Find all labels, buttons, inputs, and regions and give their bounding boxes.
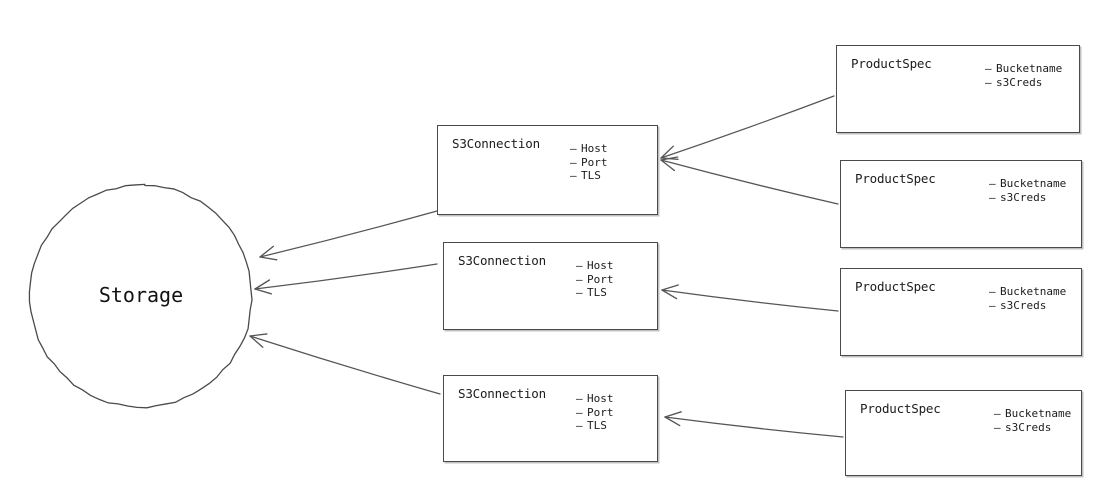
- edge-s3conn3-storage: [249, 333, 441, 395]
- attribute-item: –TLS: [576, 286, 614, 300]
- productspec-node-title: ProductSpec: [860, 401, 941, 416]
- productspec-node[interactable]: ProductSpec –Bucketname–s3Creds: [840, 160, 1082, 248]
- productspec-node-attribute-list: –Bucketname–s3Creds: [985, 62, 1062, 89]
- edge-s3conn2-storage: [254, 263, 438, 295]
- edge-line: [660, 159, 839, 205]
- attribute-item: –Host: [576, 392, 614, 406]
- storage-circle-shape: [28, 183, 253, 409]
- productspec-node[interactable]: ProductSpec –Bucketname–s3Creds: [845, 390, 1082, 476]
- s3connection-node[interactable]: S3Connection–Host–Port–TLS: [443, 375, 658, 462]
- productspec-node-attribute-list: –Bucketname–s3Creds: [989, 177, 1066, 204]
- attribute-label: Bucketname: [1005, 407, 1072, 420]
- attribute-item: –s3Creds: [985, 76, 1062, 90]
- attribute-item: –Bucketname: [989, 285, 1066, 299]
- attribute-dash-icon: –: [989, 177, 996, 190]
- attribute-item: –Bucketname: [989, 177, 1066, 191]
- attribute-label: Port: [587, 405, 614, 419]
- arrowhead-barb-1: [664, 411, 682, 418]
- attribute-dash-icon: –: [576, 286, 583, 299]
- attribute-dash-icon: –: [989, 190, 996, 204]
- s3connection-node-title: S3Connection: [452, 136, 540, 151]
- attribute-dash-icon: –: [985, 75, 992, 89]
- edge-spec1-s3conn1: [660, 95, 835, 160]
- edge-line: [259, 210, 438, 258]
- attribute-label: s3Creds: [1005, 420, 1052, 434]
- attribute-dash-icon: –: [576, 419, 583, 432]
- attribute-label: Host: [587, 259, 614, 272]
- attribute-dash-icon: –: [576, 259, 583, 272]
- attribute-label: TLS: [581, 169, 601, 182]
- productspec-node-title: ProductSpec: [855, 279, 936, 294]
- arrowhead-barb-0: [661, 289, 678, 300]
- attribute-dash-icon: –: [576, 392, 583, 405]
- attribute-label: Bucketname: [1000, 177, 1067, 190]
- attribute-dash-icon: –: [570, 169, 577, 182]
- s3connection-node-attribute-list: –Host–Port–TLS: [570, 142, 608, 183]
- attribute-dash-icon: –: [570, 155, 577, 169]
- edge-line: [254, 263, 438, 290]
- attribute-item: –Port: [576, 273, 614, 287]
- arrowhead-barb-0: [660, 157, 679, 160]
- arrowhead-barb-0: [664, 416, 681, 427]
- storage-circle-node[interactable]: Storage: [20, 175, 262, 417]
- attribute-item: –Host: [570, 142, 608, 156]
- attribute-item: –Bucketname: [985, 62, 1062, 76]
- attribute-label: s3Creds: [996, 75, 1043, 89]
- s3connection-node-title: S3Connection: [458, 253, 546, 268]
- attribute-item: –s3Creds: [989, 191, 1066, 205]
- attribute-item: –Port: [576, 406, 614, 420]
- storage-circle-label: Storage: [98, 283, 184, 307]
- arrowhead-barb-1: [660, 156, 679, 161]
- edge-line: [661, 289, 839, 312]
- s3connection-node-attribute-list: –Host–Port–TLS: [576, 259, 614, 300]
- attribute-label: Port: [581, 155, 608, 169]
- attribute-item: –s3Creds: [989, 299, 1066, 313]
- edge-spec4-s3conn3: [664, 411, 844, 438]
- storage-circle-outline: [28, 183, 253, 409]
- s3connection-node[interactable]: S3Connection–Host–Port–TLS: [443, 242, 658, 330]
- attribute-label: s3Creds: [1000, 298, 1047, 312]
- attribute-item: –Bucketname: [994, 407, 1071, 421]
- attribute-label: s3Creds: [1000, 190, 1047, 204]
- productspec-node[interactable]: ProductSpec –Bucketname–s3Creds: [840, 268, 1082, 356]
- edge-line: [660, 95, 835, 159]
- attribute-dash-icon: –: [985, 62, 992, 75]
- attribute-label: Host: [581, 142, 608, 155]
- arrowhead-barb-1: [660, 145, 674, 159]
- edge-line: [664, 416, 844, 438]
- attribute-dash-icon: –: [576, 272, 583, 286]
- attribute-label: Port: [587, 272, 614, 286]
- attribute-item: –Host: [576, 259, 614, 273]
- attribute-label: Bucketname: [1000, 285, 1067, 298]
- arrowhead-barb-0: [259, 256, 278, 261]
- edge-spec3-s3conn2: [661, 284, 839, 312]
- edge-spec2-s3conn1: [660, 156, 839, 205]
- edge-s3conn1-storage: [259, 210, 438, 261]
- attribute-dash-icon: –: [989, 285, 996, 298]
- attribute-dash-icon: –: [994, 407, 1001, 420]
- attribute-dash-icon: –: [989, 298, 996, 312]
- attribute-label: TLS: [587, 286, 607, 299]
- productspec-node-title: ProductSpec: [851, 56, 932, 71]
- attribute-dash-icon: –: [576, 405, 583, 419]
- productspec-node-attribute-list: –Bucketname–s3Creds: [989, 285, 1066, 312]
- attribute-dash-icon: –: [994, 420, 1001, 434]
- arrowhead-barb-0: [660, 159, 676, 172]
- s3connection-node-attribute-list: –Host–Port–TLS: [576, 392, 614, 433]
- s3connection-node-title: S3Connection: [458, 386, 546, 401]
- arrowhead-barb-1: [661, 284, 679, 291]
- productspec-node[interactable]: ProductSpec –Bucketname–s3Creds: [836, 45, 1080, 133]
- productspec-node-attribute-list: –Bucketname–s3Creds: [994, 407, 1071, 434]
- attribute-dash-icon: –: [570, 142, 577, 155]
- attribute-item: –TLS: [576, 419, 614, 433]
- productspec-node-title: ProductSpec: [855, 171, 936, 186]
- s3connection-node[interactable]: S3Connection–Host–Port–TLS: [437, 125, 658, 215]
- edge-line: [249, 335, 441, 395]
- attribute-label: Bucketname: [996, 62, 1063, 75]
- attribute-label: TLS: [587, 419, 607, 432]
- attribute-item: –Port: [570, 156, 608, 170]
- attribute-label: Host: [587, 392, 614, 405]
- attribute-item: –s3Creds: [994, 421, 1071, 435]
- attribute-item: –TLS: [570, 169, 608, 183]
